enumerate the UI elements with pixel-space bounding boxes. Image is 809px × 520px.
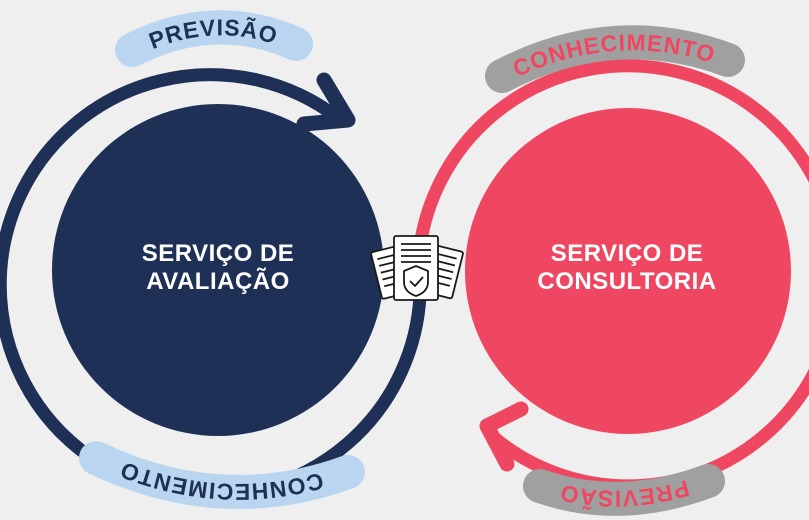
left-cycle-arrowhead bbox=[296, 72, 356, 132]
right-bottom-badge bbox=[523, 464, 725, 516]
right-service-title: SERVIÇO DE CONSULTORIA bbox=[497, 240, 757, 296]
left-cycle-ring bbox=[0, 68, 427, 502]
documents-shield-check-icon bbox=[370, 235, 464, 301]
right-service-circle bbox=[465, 108, 791, 434]
right-cycle-arrowhead bbox=[479, 401, 529, 472]
left-top-badge bbox=[115, 10, 313, 67]
right-title-line2: CONSULTORIA bbox=[537, 268, 717, 295]
right-title-line1: SERVIÇO DE bbox=[550, 240, 704, 267]
left-service-circle bbox=[52, 104, 384, 436]
left-title-line1: SERVIÇO DE bbox=[141, 240, 295, 267]
left-title-line2: AVALIAÇÃO bbox=[146, 268, 290, 295]
left-bottom-badge bbox=[79, 441, 365, 509]
right-top-badge bbox=[485, 25, 745, 93]
left-service-title: SERVIÇO DE AVALIAÇÃO bbox=[88, 240, 348, 296]
